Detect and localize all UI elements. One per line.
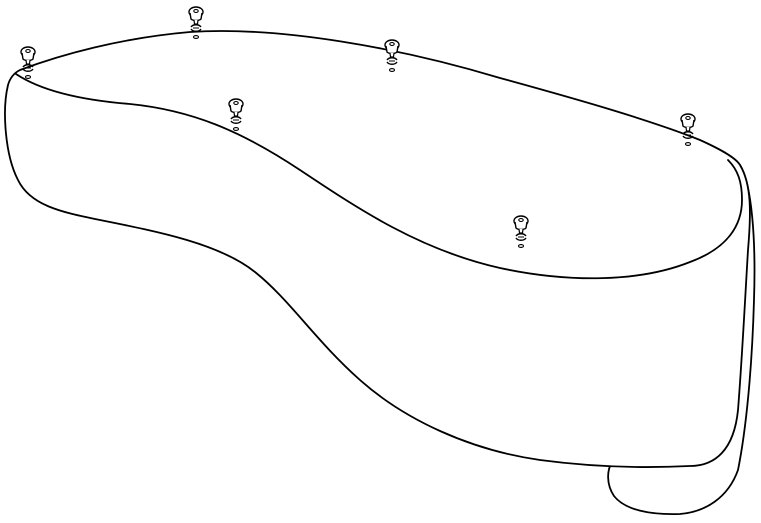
- cushion-top-edge: [15, 73, 743, 280]
- cushion-outline: [4, 30, 751, 469]
- cushion-body: [4, 30, 756, 516]
